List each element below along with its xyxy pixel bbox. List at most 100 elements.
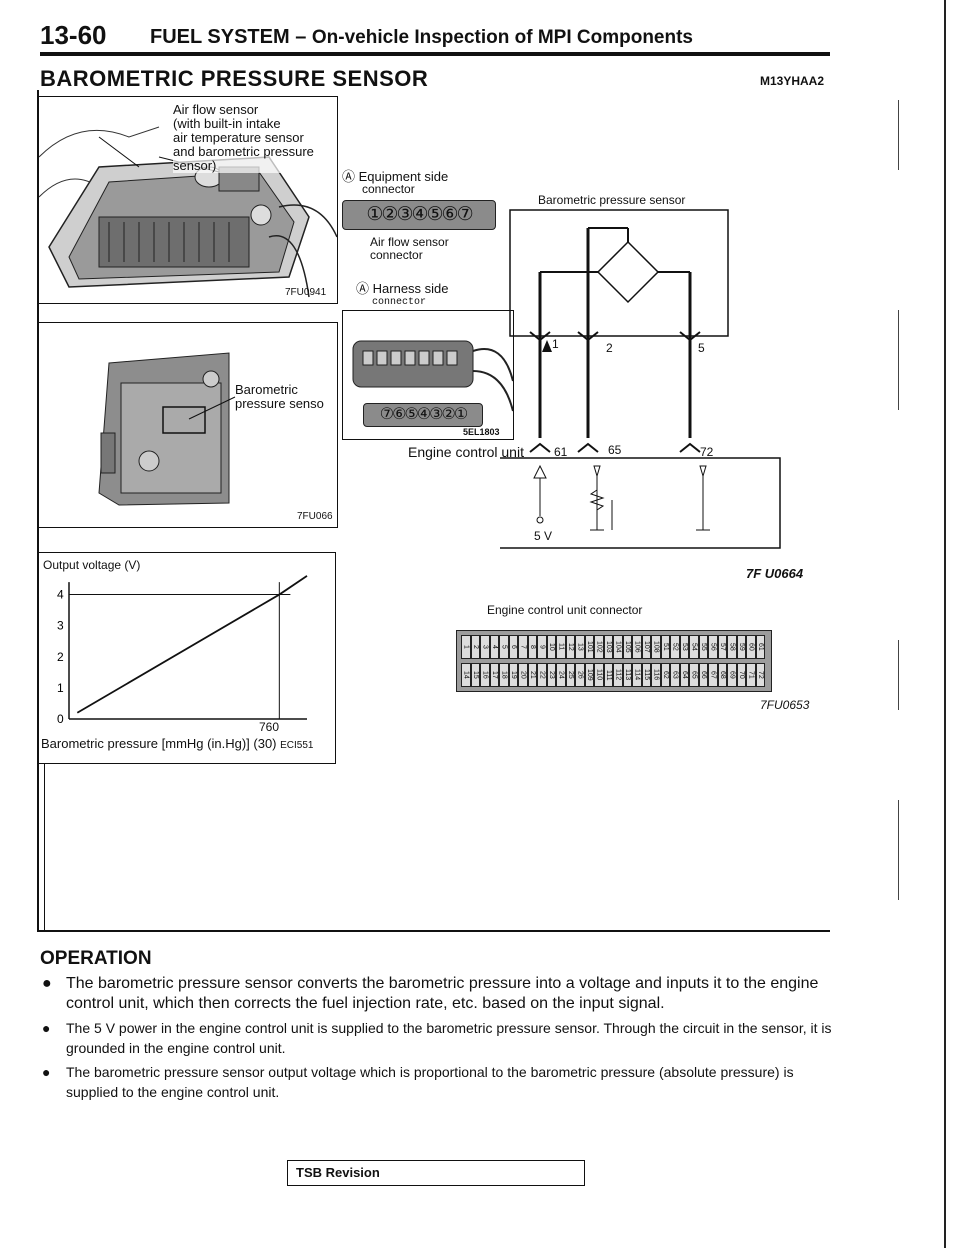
connector-pin: 105 [622, 635, 632, 659]
connector-pin: 72 [755, 663, 765, 687]
circled-a-icon: Ⓐ [356, 281, 370, 296]
connector-pin: 71 [746, 663, 756, 687]
bullet-icon: ● [42, 975, 52, 992]
equipment-side-label2: connector [362, 182, 415, 196]
y-tick-label: 1 [57, 681, 64, 695]
connector-pin: 52 [670, 635, 680, 659]
connector-pin: 20 [518, 663, 528, 687]
section-title: BAROMETRIC PRESSURE SENSOR [40, 66, 429, 91]
sensor-label: Barometric pressure sensor [538, 193, 686, 207]
connector-pin: 108 [651, 635, 661, 659]
connector-pin: 7 [518, 635, 528, 659]
pin-label-2: 2 [606, 341, 613, 355]
connector-pin: 24 [556, 663, 566, 687]
connector-pin: 110 [594, 663, 604, 687]
connector-pin: 10 [546, 635, 556, 659]
connector-pin: 102 [594, 635, 604, 659]
connector-pin: 113 [622, 663, 632, 687]
equipment-pin-row: ①②③④⑤⑥⑦ [366, 204, 473, 225]
harness-pin-row: ⑦⑥⑤④③②① [379, 406, 468, 423]
connector-pin: 101 [584, 635, 594, 659]
voltage-line [76, 575, 308, 714]
connector-pin: 14 [461, 663, 471, 687]
connector-pin: 111 [603, 663, 613, 687]
connector-pin: 115 [641, 663, 651, 687]
connector-pin: 3 [480, 635, 490, 659]
connector-pin: 65 [689, 663, 699, 687]
operation-title: OPERATION [40, 948, 152, 969]
page-number: 13-60 [40, 20, 107, 50]
label-line: connector [370, 248, 423, 262]
connector-pin: 70 [736, 663, 746, 687]
binding-mark [898, 640, 899, 710]
engine-bay-illustration [39, 97, 337, 303]
operation-text: The barometric pressure sensor output vo… [66, 1064, 794, 1100]
ecu-label: Engine control unit [408, 444, 524, 460]
connector-pin: 11 [556, 635, 566, 659]
connector-pin: 2 [470, 635, 480, 659]
y-tick-label: 2 [57, 650, 64, 664]
binding-mark [898, 800, 899, 900]
tsb-label: TSB Revision [296, 1165, 380, 1180]
connector-pin: 4 [489, 635, 499, 659]
header-dash: – [295, 26, 307, 48]
header-rule [40, 52, 830, 56]
connector-pin: 55 [698, 635, 708, 659]
connector-pin: 22 [537, 663, 547, 687]
connector-pin: 107 [641, 635, 651, 659]
callout-line: Air flow sensor [173, 102, 259, 117]
binding-mark [898, 310, 899, 410]
connector-pin: 116 [651, 663, 661, 687]
pin-label-1: 1 [552, 337, 559, 351]
harness-side-label2: connector [372, 297, 427, 308]
binding-mark [898, 100, 899, 170]
operation-list: ● The barometric pressure sensor converts… [40, 974, 840, 1106]
graph-id: ECI551 [280, 740, 314, 751]
connector-pin: 51 [660, 635, 670, 659]
callout-line: Barometric [235, 382, 298, 397]
ecu-connector-label: Engine control unit connector [487, 603, 643, 617]
figure1-id: 7FU0941 [285, 287, 327, 298]
graph-xtick: 760 [259, 720, 280, 734]
connector-pin: 54 [689, 635, 699, 659]
connector-pin: 61 [755, 635, 765, 659]
connector-pin: 60 [746, 635, 756, 659]
circuit-diagram [500, 209, 781, 549]
connector-pin: 9 [537, 635, 547, 659]
tsb-revision-box: TSB Revision [287, 1160, 585, 1186]
sensor-illustration [98, 352, 236, 506]
equipment-side-label: Ⓐ Equipment side [342, 170, 448, 183]
figure-sensor-closeup: Barometric pressure senso 7FU066 [38, 322, 338, 528]
callout-line: sensor) [173, 158, 217, 173]
connector-pin: 109 [584, 663, 594, 687]
connector-pin: 104 [613, 635, 623, 659]
connector-pin: 103 [603, 635, 613, 659]
harness-side-text: Harness side [372, 281, 449, 296]
connector-pin: 21 [527, 663, 537, 687]
page-edge-line [944, 0, 946, 1248]
connector-pin: 112 [613, 663, 623, 687]
list-item: ● The barometric pressure sensor converts… [40, 974, 840, 1014]
frame-left [37, 90, 39, 932]
connector-pin: 114 [632, 663, 642, 687]
ecu-pin-65: 65 [608, 443, 622, 457]
ecu-pin-61: 61 [554, 445, 568, 459]
header-title: FUEL SYSTEM – On-vehicle Inspection of M… [150, 26, 693, 49]
figure-air-flow-sensor: Air flow sensor (with built-in intake ai… [38, 96, 338, 304]
callout-line: and barometric pressure [173, 144, 314, 159]
doc-code: M13YHAA2 [760, 74, 825, 88]
connector-pin: 1 [461, 635, 471, 659]
connector-pin: 64 [679, 663, 689, 687]
frame-left-inner [44, 760, 45, 930]
subsection-name: On-vehicle Inspection of MPI Components [311, 27, 693, 48]
graph-ylabel: Output voltage (V) [43, 558, 141, 572]
connector-pin: 13 [575, 635, 585, 659]
air-flow-connector-label: Air flow sensor connector [370, 236, 449, 262]
connector-pin: 68 [717, 663, 727, 687]
harness-connector-photo: ⑦⑥⑤④③②① 5EL1803 [342, 310, 514, 440]
ecu-pin-72: 72 [700, 445, 714, 459]
pin-label-5: 5 [698, 341, 705, 355]
connector-pin: 59 [736, 635, 746, 659]
operation-text: The barometric pressure sensor converts … [66, 975, 819, 1012]
